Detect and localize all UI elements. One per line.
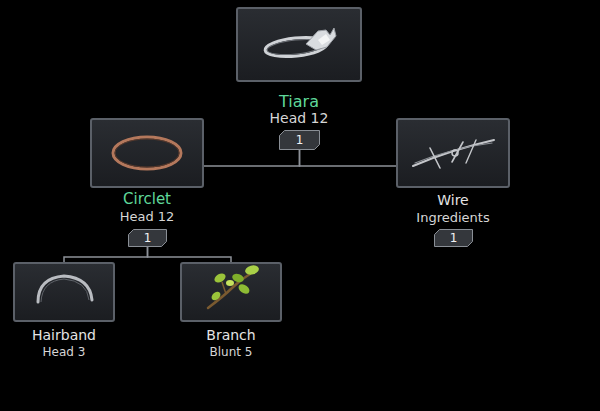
item-slot: CircletHead 12 [90, 118, 204, 188]
item-name: Hairband [0, 327, 173, 344]
badge-shape [280, 131, 320, 150]
tree-connector [300, 150, 397, 166]
tree-connector [64, 247, 148, 262]
item-name: Branch [122, 327, 340, 344]
count-badge: 1 [128, 229, 167, 247]
item-caption: TiaraHead 12 [178, 93, 420, 127]
connector-line [148, 247, 232, 262]
count-badge: 1 [279, 130, 320, 150]
item-name: Wire [338, 192, 568, 209]
item-name: Tiara [178, 93, 420, 110]
item-slot: HairbandHead 3 [13, 262, 115, 322]
tree-connector [148, 247, 232, 262]
item-stat: Ingredients [338, 209, 568, 226]
badge-shape [129, 230, 167, 247]
item-slot: TiaraHead 12 [236, 7, 362, 82]
tree-connector [204, 150, 300, 166]
item-caption: WireIngredients [338, 192, 568, 226]
count-number: 1 [128, 229, 167, 247]
connector-line [204, 150, 300, 166]
connector-line [64, 247, 148, 262]
item-caption: BranchBlunt 5 [122, 327, 340, 361]
count-number: 1 [279, 130, 320, 150]
item-name: Circlet [32, 191, 262, 208]
count-number: 1 [434, 229, 473, 247]
count-badge: 1 [434, 229, 473, 247]
item-stat: Head 12 [178, 110, 420, 127]
item-stat: Head 12 [32, 208, 262, 225]
item-stat: Head 3 [0, 344, 173, 361]
connector-line [300, 150, 397, 166]
item-slot: WireIngredients [396, 118, 510, 188]
item-slot: BranchBlunt 5 [180, 262, 282, 322]
item-caption: HairbandHead 3 [0, 327, 173, 361]
item-caption: CircletHead 12 [32, 191, 262, 225]
badge-shape [435, 230, 473, 247]
item-stat: Blunt 5 [122, 344, 340, 361]
